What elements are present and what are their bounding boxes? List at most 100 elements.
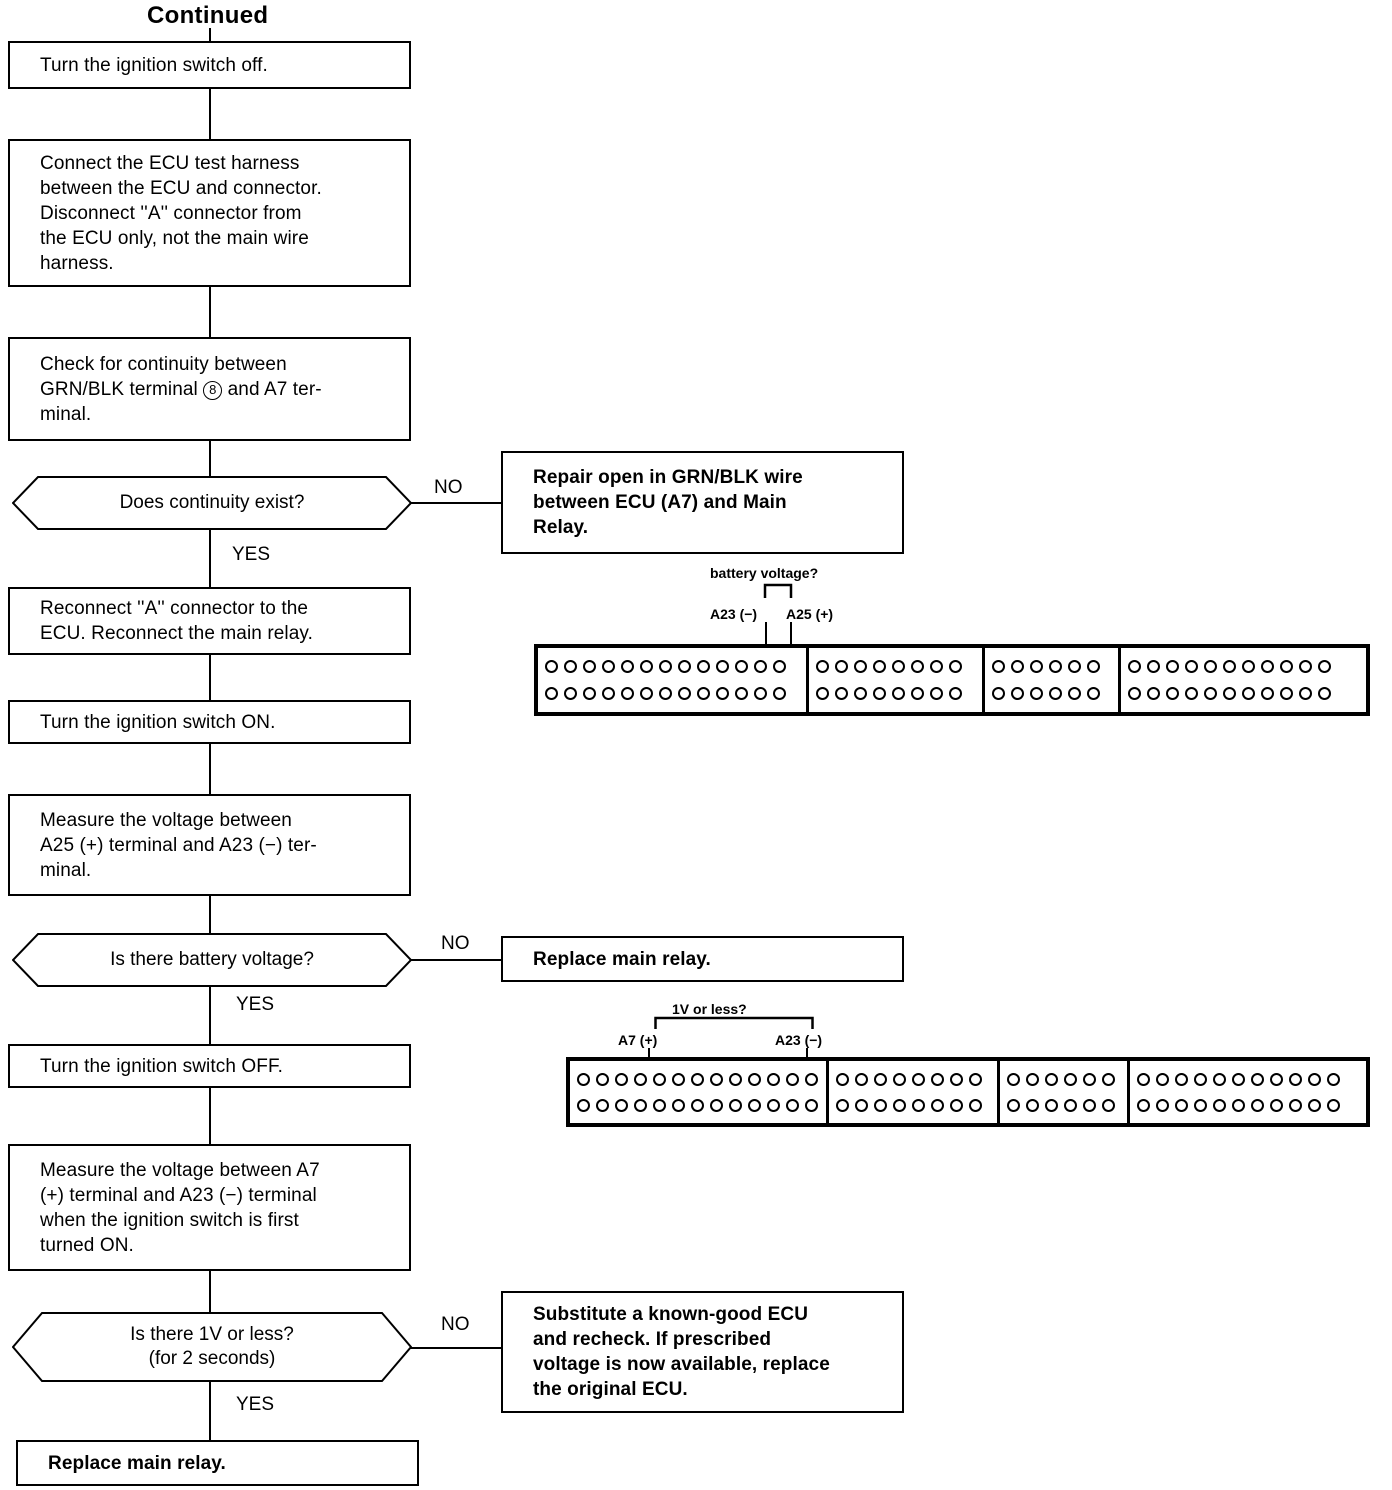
pin xyxy=(1101,1072,1115,1086)
pin xyxy=(931,1072,945,1086)
connector-row-bottom xyxy=(1128,687,1359,700)
pin xyxy=(874,1098,888,1112)
pin xyxy=(1194,1072,1208,1086)
pin xyxy=(912,1098,926,1112)
pin xyxy=(911,660,924,673)
pin xyxy=(1128,660,1141,673)
connector-row-bottom xyxy=(1137,1098,1359,1112)
connector-row-top xyxy=(1128,660,1359,673)
pin xyxy=(748,1072,761,1086)
pin xyxy=(767,1098,780,1112)
pin xyxy=(653,1072,666,1086)
callout-onevolt-bracket xyxy=(654,1016,814,1030)
step-measure-a25-a23-text: Measure the voltage between A25 (+) term… xyxy=(40,809,317,881)
pin xyxy=(1280,660,1293,673)
pin xyxy=(1147,687,1160,700)
branch-line-no-3 xyxy=(410,1347,502,1349)
pin xyxy=(949,687,962,700)
pin xyxy=(1049,660,1062,673)
connector-row-top xyxy=(577,1072,819,1086)
pin xyxy=(835,687,848,700)
pin xyxy=(583,660,596,673)
pin xyxy=(1223,687,1236,700)
decision-one-volt-or-less: Is there 1V or less? (for 2 seconds) xyxy=(12,1312,412,1382)
pin xyxy=(748,1098,761,1112)
pin xyxy=(634,1098,647,1112)
step-connect-test-harness-text: Connect the ECU test harness between the… xyxy=(40,152,322,274)
connector-line-6 xyxy=(209,744,211,794)
pin xyxy=(767,1072,780,1086)
pin xyxy=(1030,660,1043,673)
pin xyxy=(1213,1098,1227,1112)
connector-row-top xyxy=(545,660,799,673)
step-turn-ignition-off-2-text: Turn the ignition switch OFF. xyxy=(40,1055,283,1077)
pin xyxy=(1137,1098,1151,1112)
connector-block-2 xyxy=(829,1061,1000,1123)
pin xyxy=(1011,687,1024,700)
connector-line-9 xyxy=(209,1088,211,1144)
pin xyxy=(1063,1072,1077,1086)
pin xyxy=(1299,687,1312,700)
pin xyxy=(583,687,596,700)
pin xyxy=(1299,660,1312,673)
step-reconnect-a-connector-text: Reconnect ''A'' connector to the ECU. Re… xyxy=(40,598,313,644)
connector-row-top xyxy=(816,660,975,673)
pin xyxy=(805,1072,818,1086)
pin xyxy=(564,687,577,700)
pin xyxy=(931,1098,945,1112)
pin xyxy=(1044,1098,1058,1112)
pin xyxy=(1261,660,1274,673)
pin xyxy=(735,687,748,700)
connector-row-top xyxy=(992,660,1111,673)
outcome-substitute-ecu: Substitute a known-good ECU and recheck.… xyxy=(501,1291,904,1413)
pin xyxy=(1082,1072,1096,1086)
pin xyxy=(634,1072,647,1086)
pin xyxy=(893,1072,907,1086)
step-measure-a7-a23-text: Measure the voltage between A7 (+) termi… xyxy=(40,1159,320,1256)
connector-line-8 xyxy=(209,987,211,1044)
connector-block-3 xyxy=(1000,1061,1131,1123)
step-replace-main-relay-final-text: Replace main relay. xyxy=(48,1452,226,1474)
pin xyxy=(892,687,905,700)
pin xyxy=(1251,1072,1265,1086)
pin xyxy=(1025,1072,1039,1086)
ecu-connector-bottom xyxy=(566,1057,1370,1127)
pin xyxy=(1194,1098,1208,1112)
pin xyxy=(816,660,829,673)
pin xyxy=(545,660,558,673)
pin xyxy=(969,1098,983,1112)
pin xyxy=(1289,1098,1303,1112)
connector-block-1 xyxy=(570,1061,830,1123)
pin xyxy=(855,1072,869,1086)
connector-row-bottom xyxy=(816,687,975,700)
pin xyxy=(545,687,558,700)
pin xyxy=(710,1072,723,1086)
connector-block-4 xyxy=(1130,1061,1366,1123)
branch-label-yes-2: YES xyxy=(236,994,275,1015)
step-check-continuity-text-post: and A7 ter- minal. xyxy=(40,378,322,425)
step-reconnect-a-connector: Reconnect ''A'' connector to the ECU. Re… xyxy=(8,587,411,655)
decision-one-volt-or-less-text: Is there 1V or less? (for 2 seconds) xyxy=(130,1324,294,1369)
callout-battery-left-terminal: A23 (−) xyxy=(710,606,758,622)
pin xyxy=(602,660,615,673)
callout-onevolt-question: 1V or less? xyxy=(672,1001,747,1017)
callout-battery-leader-left xyxy=(765,622,767,662)
connector-line-11 xyxy=(209,1382,211,1440)
pin xyxy=(873,687,886,700)
pin xyxy=(773,660,786,673)
pin xyxy=(1147,660,1160,673)
connector-row-top xyxy=(836,1072,989,1086)
pin xyxy=(930,687,943,700)
connector-row-bottom xyxy=(836,1098,989,1112)
decision-does-continuity-exist: Does continuity exist? xyxy=(12,476,412,530)
pin xyxy=(653,1098,666,1112)
pin xyxy=(754,687,767,700)
pin xyxy=(1175,1072,1189,1086)
pin xyxy=(873,660,886,673)
pin xyxy=(1087,660,1100,673)
pin xyxy=(1251,1098,1265,1112)
pin xyxy=(773,687,786,700)
callout-battery-right-terminal: A25 (+) xyxy=(786,606,834,622)
branch-label-no-2: NO xyxy=(441,933,470,954)
pin xyxy=(805,1098,818,1112)
